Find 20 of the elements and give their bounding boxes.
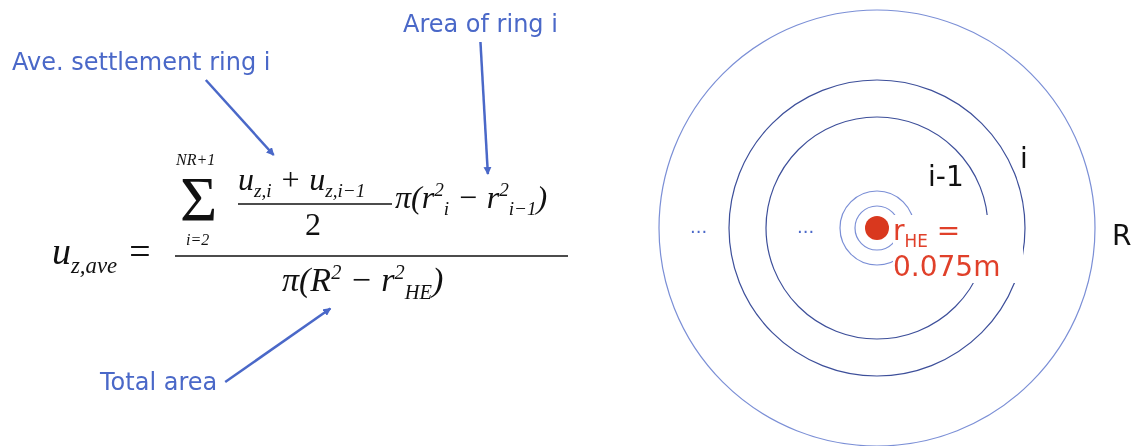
ellipsis: ... — [797, 218, 815, 236]
leader-arrow — [204, 79, 275, 156]
ellipsis: ... — [690, 218, 708, 236]
leader-arrow — [224, 307, 332, 384]
sum-symbol: Σ — [180, 168, 218, 232]
formula-term: 2 — [305, 208, 321, 240]
formula-term: u$_{z,ave}$ = — [52, 232, 153, 278]
formula-term: u$_{z,i}$ + u$_{z,i−1}$ — [238, 163, 366, 201]
radius-value: r$_{HE}$ = 0.075m — [893, 215, 1023, 284]
annotation-text: Area of ring i — [403, 12, 558, 36]
sum-limit: NR+1 — [176, 152, 216, 168]
leader-arrow — [479, 41, 492, 175]
ring-label: i — [1020, 145, 1028, 173]
annotation-text: Total area — [100, 370, 218, 394]
sum-limit: i=2 — [186, 232, 210, 248]
formula-term: π(R$^{2}$ − r$^{2}$$_{HE}$) — [282, 262, 444, 303]
annotation-text: Ave. settlement ring i — [12, 50, 271, 74]
formula-term: π(r$^{2}$$_{i}$ − r$^{2}$$_{i−1}$) — [395, 180, 548, 219]
ring-label: i-1 — [928, 163, 964, 191]
radius-label: R — [1112, 222, 1132, 250]
